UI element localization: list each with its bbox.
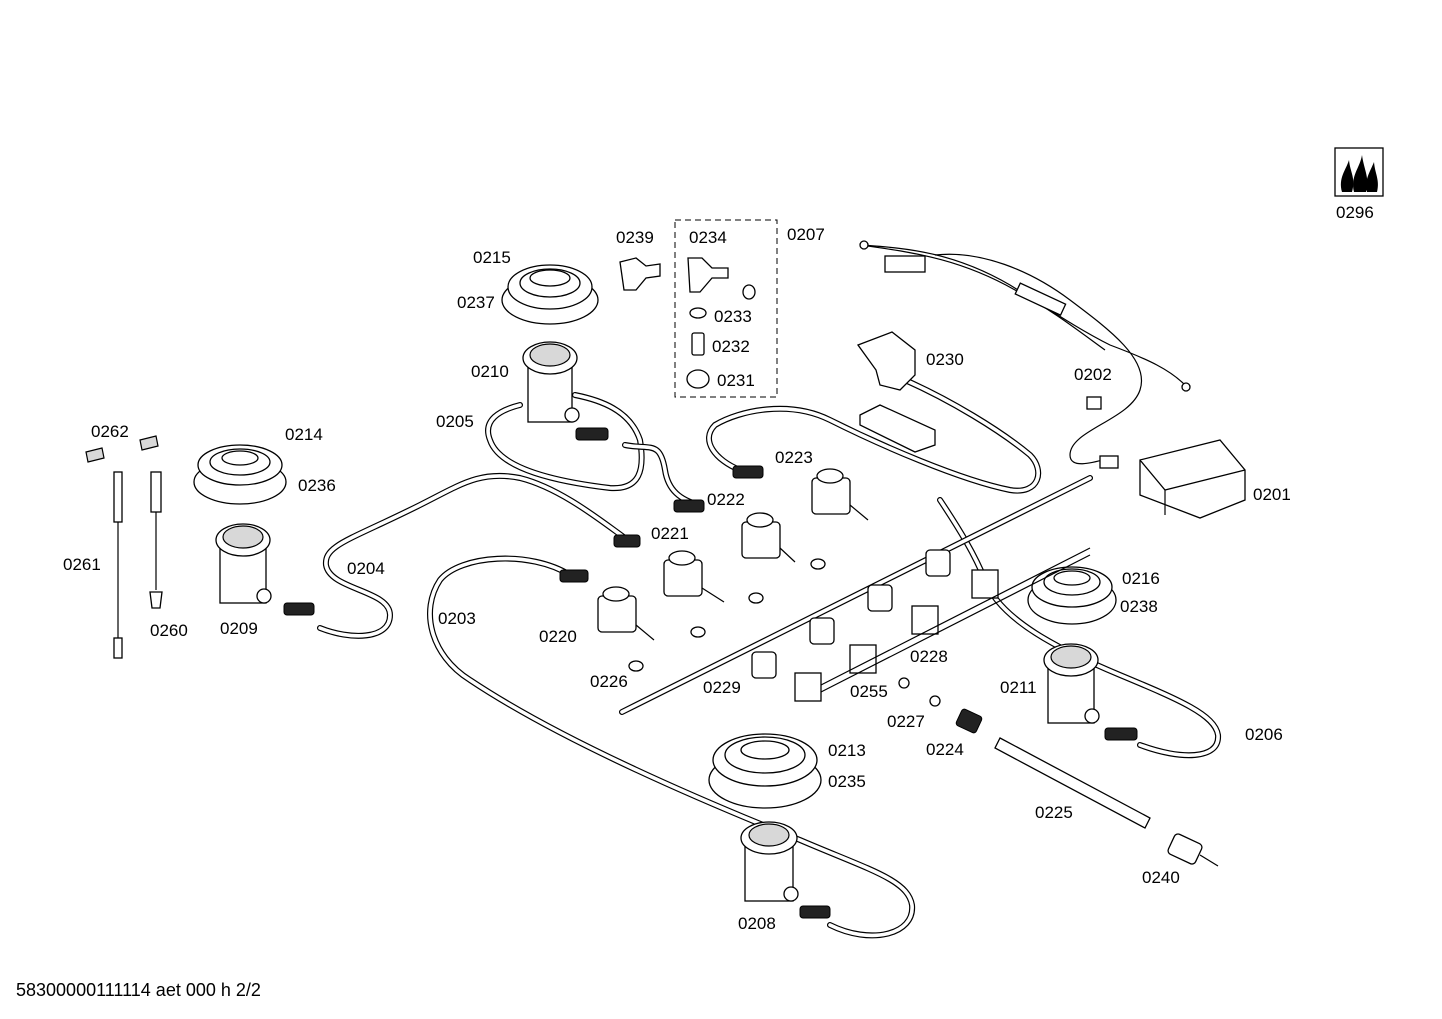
label-0262: 0262: [91, 422, 129, 441]
wiring-harness-0202: [859, 240, 1191, 469]
label-0213: 0213: [828, 741, 866, 760]
gas-valve-0222: [741, 512, 796, 563]
flame-logo-icon: [1334, 147, 1384, 197]
gas-valve-0221: [663, 550, 725, 603]
label-0222: 0222: [707, 490, 745, 509]
label-0214: 0214: [285, 425, 323, 444]
kit-box-0207: [674, 219, 778, 398]
label-0225: 0225: [1035, 803, 1073, 822]
bracket-0230: [856, 331, 936, 453]
label-0230: 0230: [926, 350, 964, 369]
burner-body-0208: [740, 821, 799, 902]
label-0236: 0236: [298, 476, 336, 495]
ignition-module-0201: [1139, 439, 1246, 519]
label-0201: 0201: [1253, 485, 1291, 504]
label-0220: 0220: [539, 627, 577, 646]
burner-ring-0214: [193, 444, 287, 505]
label-0239: 0239: [616, 228, 654, 247]
label-0240: 0240: [1142, 868, 1180, 887]
document-code: 58300000111114 aet 000 h 2/2: [16, 980, 261, 1000]
pipe-fittings: [283, 427, 1138, 919]
burner-body-0210: [522, 341, 580, 423]
label-0229: 0229: [703, 678, 741, 697]
label-0211: 0211: [1000, 678, 1037, 697]
label-0206: 0206: [1245, 725, 1283, 744]
label-0208: 0208: [738, 914, 776, 933]
electrode-blocks: [751, 547, 1091, 707]
burner-ring-0215: [501, 264, 599, 325]
burner-body-0211: [1043, 643, 1100, 724]
label-0216: 0216: [1122, 569, 1160, 588]
label-0226: 0226: [590, 672, 628, 691]
gas-valve-0223: [811, 468, 869, 521]
label-0204: 0204: [347, 559, 385, 578]
burner-ring-0216: [1027, 566, 1117, 625]
label-0224: 0224: [926, 740, 964, 759]
label-0235: 0235: [828, 772, 866, 791]
electrode-0260: [139, 435, 163, 609]
label-0227: 0227: [887, 712, 925, 731]
part-labels: 0296 0239 0234 0207 0215 0237 0233 0232 …: [63, 203, 1374, 933]
gas-valve-0220: [597, 586, 655, 641]
label-0296: 0296: [1336, 203, 1374, 222]
label-0261: 0261: [63, 555, 101, 574]
label-0203: 0203: [438, 609, 476, 628]
washers-0226: [628, 558, 826, 672]
label-0207: 0207: [787, 225, 825, 244]
gas-pipes: [317, 377, 1221, 939]
label-0233: 0233: [714, 307, 752, 326]
label-0221: 0221: [651, 524, 689, 543]
label-0215: 0215: [473, 248, 511, 267]
elbow-0239: [619, 257, 661, 291]
label-0202: 0202: [1074, 365, 1112, 384]
electrode-0261: [85, 447, 123, 659]
label-0232: 0232: [712, 337, 750, 356]
burner-body-0209: [215, 523, 272, 604]
label-0234: 0234: [689, 228, 727, 247]
label-0260: 0260: [150, 621, 188, 640]
label-0210: 0210: [471, 362, 509, 381]
label-0228: 0228: [910, 647, 948, 666]
label-0209: 0209: [220, 619, 258, 638]
label-0231: 0231: [717, 371, 755, 390]
thermocouple-0225: [955, 708, 1219, 867]
label-0223: 0223: [775, 448, 813, 467]
label-0237: 0237: [457, 293, 495, 312]
burner-ring-0213: [708, 733, 822, 809]
label-0238: 0238: [1120, 597, 1158, 616]
label-0205: 0205: [436, 412, 474, 431]
label-0255: 0255: [850, 682, 888, 701]
